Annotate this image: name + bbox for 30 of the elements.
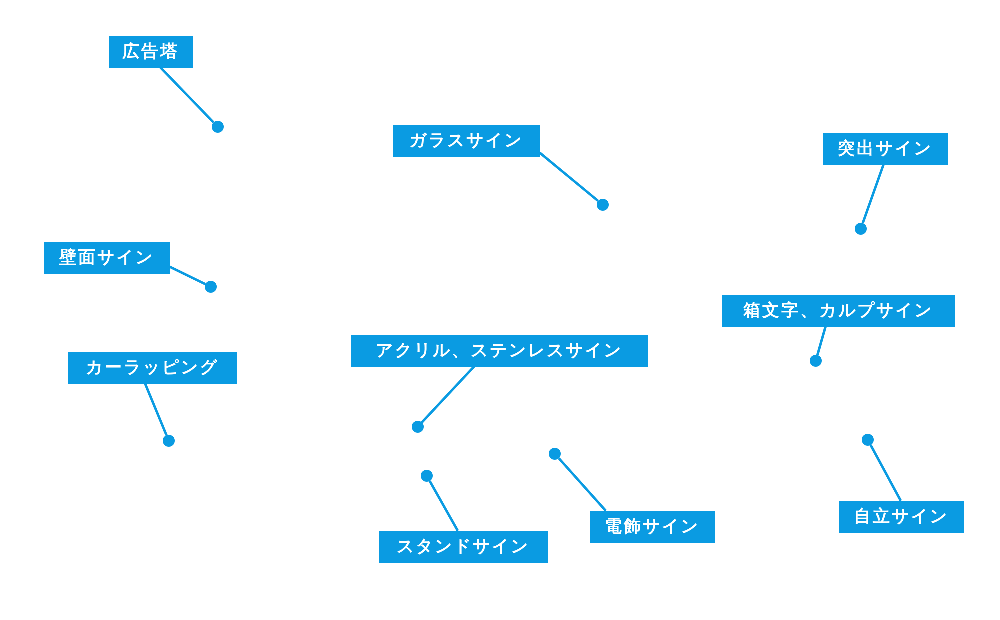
- location-dot: [212, 121, 224, 133]
- label-box: 箱文字、カルプサイン: [722, 295, 955, 327]
- location-dot: [862, 434, 874, 446]
- label-box: ガラスサイン: [393, 125, 540, 157]
- leader-line: [421, 365, 476, 424]
- label-box: 自立サイン: [839, 501, 964, 533]
- leader-line: [539, 152, 600, 202]
- leader-line: [144, 382, 168, 436]
- label-box: 広告塔: [109, 36, 193, 68]
- location-dot: [421, 470, 433, 482]
- leader-line: [558, 458, 607, 512]
- label-box: 壁面サイン: [44, 242, 170, 274]
- label-box: 電飾サイン: [590, 511, 715, 543]
- location-dot: [855, 223, 867, 235]
- location-dot: [810, 355, 822, 367]
- location-dot: [597, 199, 609, 211]
- leader-line: [428, 480, 460, 532]
- location-dot: [549, 448, 561, 460]
- location-dot: [205, 281, 217, 293]
- label-box: アクリル、ステンレスサイン: [351, 335, 648, 367]
- leader-line: [169, 266, 206, 286]
- label-box: 突出サイン: [823, 133, 948, 165]
- location-dot: [163, 435, 175, 447]
- leader-line: [862, 164, 886, 224]
- leader-line: [816, 326, 828, 356]
- leader-line: [870, 444, 902, 502]
- label-box: スタンドサイン: [379, 531, 548, 563]
- location-dot: [412, 421, 424, 433]
- leader-line: [159, 66, 215, 124]
- label-box: カーラッピング: [68, 352, 237, 384]
